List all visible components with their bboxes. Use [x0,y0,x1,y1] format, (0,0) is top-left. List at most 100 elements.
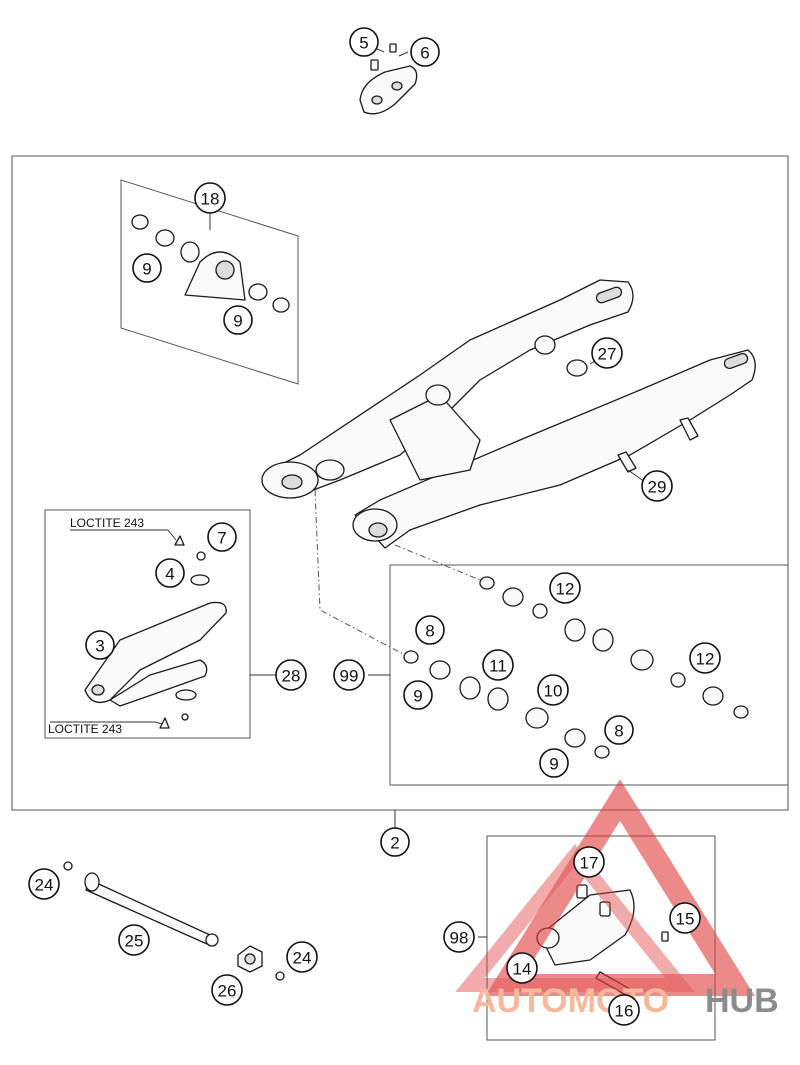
callout-number: 17 [580,854,599,873]
callout-8: 8 [415,615,445,645]
callout-circle [349,27,379,57]
callout-circle [591,337,623,369]
callout-6: 6 [410,37,440,67]
callout-27: 27 [591,337,623,369]
callout-24: 24 [286,941,318,973]
callout-number: 26 [218,982,237,1001]
callout-15: 15 [669,902,701,934]
callout-18: 18 [194,182,226,214]
loctite-note-top: LOCTITE 243 [70,516,144,530]
callout-circle [689,642,721,674]
callout-circle [641,470,673,502]
watermark-text-hub: HUB [705,982,779,1020]
callout-circle [573,846,605,878]
callout-circle [211,974,243,1006]
callout-number: 11 [489,657,507,676]
callout-number: 28 [282,667,301,686]
callout-circle [85,630,115,660]
callout-number: 24 [293,949,312,968]
callout-circle [482,649,514,681]
bearing-set-frame [389,564,789,786]
callout-number: 9 [549,755,558,774]
callout-29: 29 [641,470,673,502]
callout-4: 4 [155,558,185,588]
callout-circle [608,994,640,1026]
callout-circle [223,305,253,335]
callout-number: 24 [35,876,54,895]
callout-circle [207,522,237,552]
callout-number: 4 [165,565,174,584]
callout-17: 17 [573,846,605,878]
callout-10: 10 [537,674,569,706]
callout-circle [506,952,538,984]
callout-number: 12 [556,580,575,599]
callout-3: 3 [85,630,115,660]
callout-9: 9 [132,253,162,283]
callout-number: 9 [142,260,151,279]
callout-2: 2 [380,827,410,857]
callout-number: 29 [648,478,667,497]
callout-number: 27 [598,345,617,364]
callout-number: 18 [201,190,220,209]
callout-24: 24 [28,868,60,900]
callout-circle [155,558,185,588]
callout-circle [132,253,162,283]
pivot-bearing-kit [131,214,290,313]
callout-circle [28,868,60,900]
callout-number: 25 [125,932,144,951]
callout-number: 6 [420,44,429,63]
callout-circle [403,680,433,710]
callout-circle [410,37,440,67]
callout-circle [275,659,307,691]
callout-9: 9 [223,305,253,335]
chain-guide-kit [84,535,227,729]
callout-number: 9 [413,687,422,706]
callout-circle [537,674,569,706]
callout-circle [333,659,365,691]
callout-5: 5 [349,27,379,57]
pivot-axle-set [63,861,285,981]
callout-9: 9 [403,680,433,710]
callout-number: 5 [359,34,368,53]
callout-28: 28 [275,659,307,691]
callout-circle [415,615,445,645]
callout-number: 8 [425,622,434,641]
callout-circle [286,941,318,973]
automotohub-watermark-logo [455,779,755,996]
callout-circle [669,902,701,934]
callout-9: 9 [539,748,569,778]
callout-number: 15 [676,910,695,929]
callout-number: 16 [615,1002,634,1021]
callout-number: 3 [95,637,104,656]
callout-26: 26 [211,974,243,1006]
callout-circle [549,572,581,604]
callout-circle [539,748,569,778]
callout-circle [443,921,475,953]
bearing-kit-frame [120,179,299,385]
callout-11: 11 [482,649,514,681]
callout-99: 99 [333,659,365,691]
callout-circle [194,182,226,214]
callout-25: 25 [118,924,150,956]
main-assembly-frame [11,155,789,811]
callout-number: 8 [614,722,623,741]
callout-circle [380,827,410,857]
spacer-part-27 [566,359,588,377]
callout-8: 8 [604,715,634,745]
swingarm-body [261,279,756,549]
watermark-text-automoto: AUTOMOTO [472,982,669,1020]
callout-circle [604,715,634,745]
callout-98: 98 [443,921,475,953]
callout-16: 16 [608,994,640,1026]
bearing-set-parts [403,576,749,759]
callout-12: 12 [689,642,721,674]
callout-number: 9 [233,312,242,331]
top-bracket-part [359,43,418,115]
callout-7: 7 [207,522,237,552]
loctite-note-bottom: LOCTITE 243 [48,722,122,736]
callout-12: 12 [549,572,581,604]
chain-guide-kit-frame [44,509,251,739]
callout-number: 12 [696,650,715,669]
